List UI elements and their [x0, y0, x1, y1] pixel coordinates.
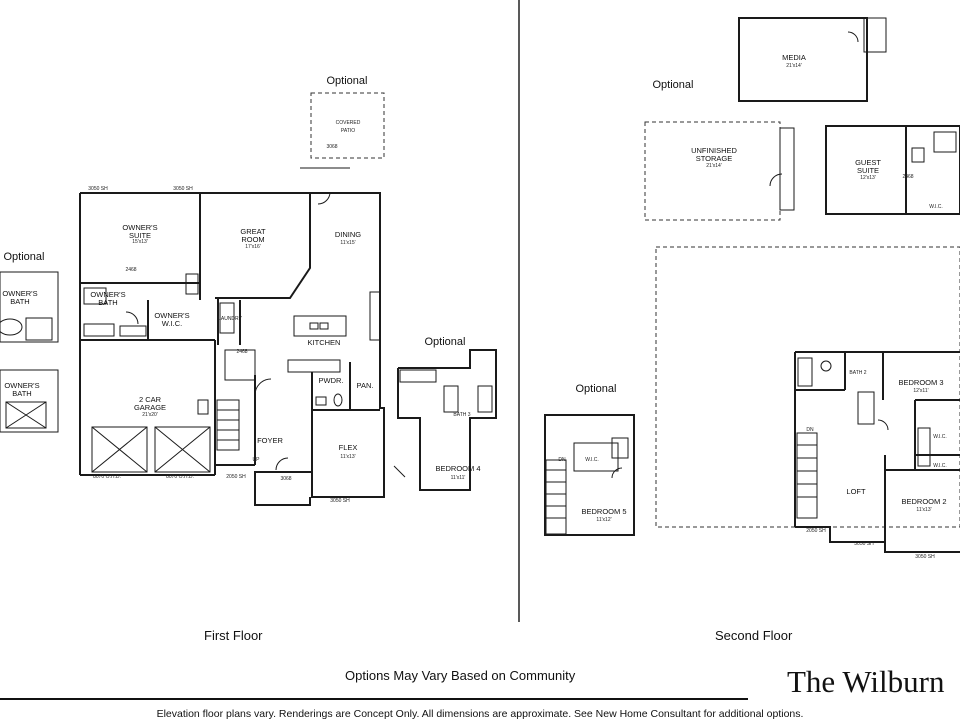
label-door-1: 3068 [280, 476, 291, 482]
label-bedroom4: BEDROOM 4 [435, 464, 480, 473]
label-bedroom4-dim: 11'x11' [451, 475, 466, 481]
label-wic-2: W.I.C. [933, 463, 947, 469]
label-great-room-dim: 17'x16' [245, 244, 261, 250]
first-floor-caption: First Floor [204, 628, 263, 643]
label-pantry: PAN. [357, 381, 374, 390]
label-wic-1: W.I.C. [933, 434, 947, 440]
label-stairs-dn: DN [806, 427, 814, 433]
footer-rule [0, 698, 748, 700]
label-kitchen: KITCHEN [308, 338, 341, 347]
label-bath2: BATH 2 [849, 370, 866, 376]
label-pwdr: PWDR. [319, 376, 344, 385]
label-dining-dim: 11'x15' [340, 240, 355, 246]
footer-disclaimer: Elevation floor plans vary. Renderings a… [156, 708, 804, 720]
label-guest-suite-dim: 12'x13' [860, 175, 876, 181]
label-window-4: 3050 SH [854, 541, 874, 547]
label-bedroom5-dim: 11'x12' [596, 517, 611, 523]
label-bedroom5-wic: W.I.C. [585, 457, 599, 463]
second-floor-caption: Second Floor [715, 628, 793, 643]
label-window-7: 2050 SH [806, 528, 826, 534]
label-window-3: 3050 SH [330, 498, 350, 504]
label-garage-door-1: 8070 O.H.D. [93, 474, 121, 480]
first-floor-plan [0, 92, 497, 506]
label-stairs-up: UP [253, 457, 261, 463]
label-bath3: BATH 3 [453, 412, 470, 418]
label-garage-dim: 21'x20' [142, 412, 158, 418]
label-flex-dim: 11'x13' [340, 454, 355, 460]
label-door-2: 3068 [326, 144, 337, 150]
label-bedroom3-dim: 12'x11' [913, 388, 928, 394]
label-garage-door-2: 8070 O.H.D. [166, 474, 194, 480]
label-laundry: LAUNDRY [218, 316, 242, 322]
label-bedroom5-dn: DN [558, 457, 566, 463]
label-optional-bedroom5: Optional [576, 383, 617, 395]
label-bedroom2-dim: 11'x13' [916, 507, 931, 513]
label-loft: LOFT [846, 487, 866, 496]
label-storage-dim: 21'x14' [706, 163, 722, 169]
label-door-4: 2468 [236, 349, 247, 355]
label-window-1: 3050 SH [88, 186, 108, 192]
brand-logo: The Wilburn [787, 664, 945, 699]
label-guest-wic: W.I.C. [929, 204, 943, 210]
label-optional-patio: Optional [327, 75, 368, 87]
label-optional-bedroom4: Optional [425, 336, 466, 348]
label-door-3: 2468 [125, 267, 136, 273]
label-owners-suite-dim: 15'x13' [132, 239, 148, 245]
label-optional-storage: Optional [653, 79, 694, 91]
label-door-5: 2468 [902, 174, 913, 180]
label-window-2: 3050 SH [173, 186, 193, 192]
label-media-dim: 21'x14' [786, 63, 802, 69]
label-media: MEDIA [782, 53, 806, 62]
second-floor-plan [544, 17, 960, 553]
label-flex: FLEX [339, 443, 358, 452]
options-note: Options May Vary Based on Community [345, 668, 576, 683]
label-optional-owners-bath: Optional [4, 251, 45, 263]
label-foyer: FOYER [257, 436, 283, 445]
label-window-6: 2050 SH [226, 474, 246, 480]
label-window-5: 3050 SH [915, 554, 935, 560]
room-labels: Optional Optional Optional Optional Opti… [2, 53, 946, 560]
label-bedroom5: BEDROOM 5 [581, 507, 626, 516]
label-bedroom2: BEDROOM 2 [901, 497, 946, 506]
label-dining: DINING [335, 230, 361, 239]
label-bedroom3: BEDROOM 3 [898, 378, 943, 387]
